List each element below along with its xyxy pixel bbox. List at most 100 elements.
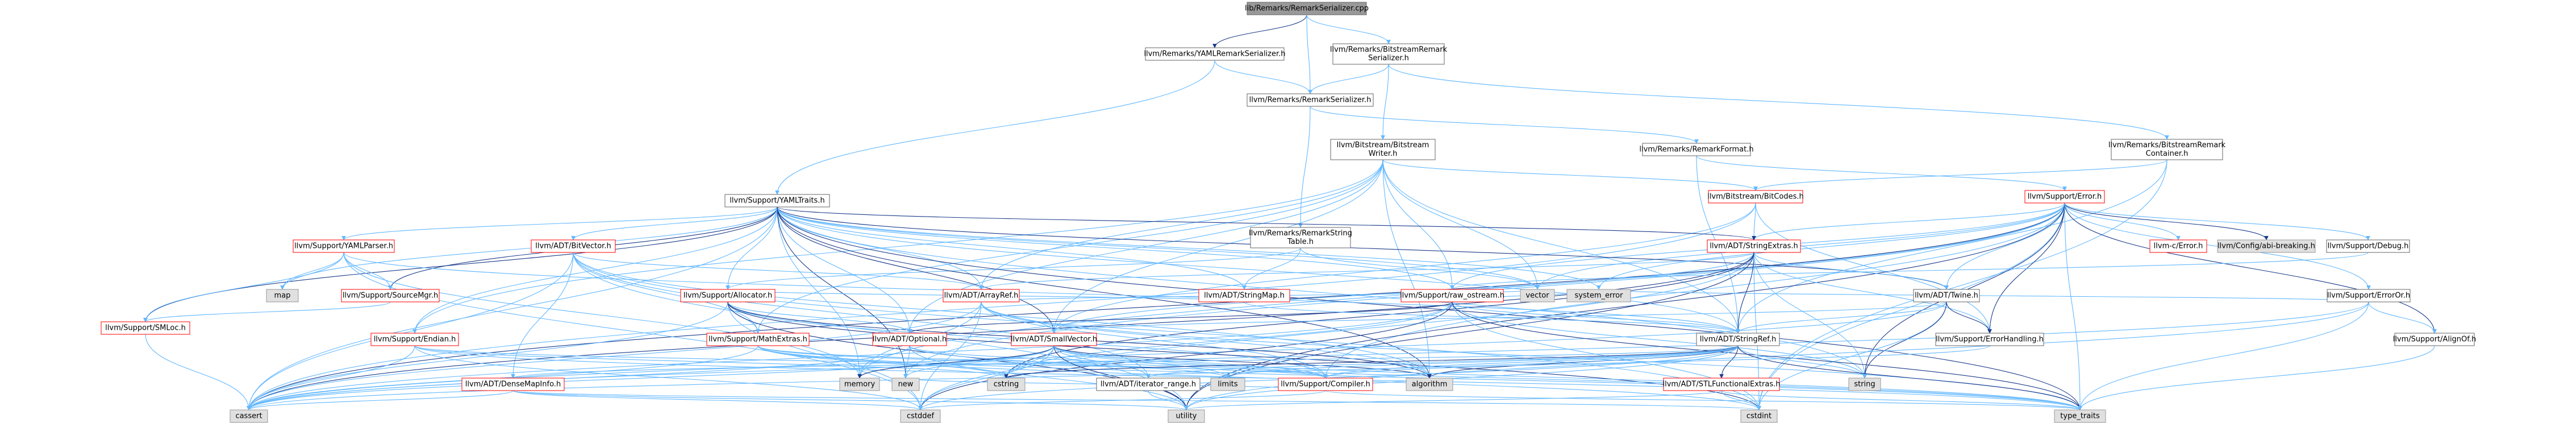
node-box-remark_format — [1642, 143, 1751, 156]
node-box-raw_ostream — [1400, 289, 1504, 302]
node-bitcodes[interactable]: llvm/Bitstream/BitCodes.h — [1707, 190, 1804, 204]
edge-smallvector-to-cassert — [247, 345, 1054, 410]
edge-bit_ser-to-bit_container — [1388, 64, 2169, 140]
node-smallvector[interactable]: llvm/ADT/SmallVector.h — [1011, 333, 1097, 346]
node-box-cstdint — [1740, 409, 1778, 423]
node-support_debug[interactable]: llvm/Support/Debug.h — [2326, 239, 2410, 253]
node-stringref[interactable]: llvm/ADT/StringRef.h — [1696, 333, 1780, 346]
edge-error-to-compiler — [1323, 202, 2065, 379]
node-yamltraits[interactable]: llvm/Support/YAMLTraits.h — [724, 194, 830, 208]
node-label-densemapinfo: llvm/ADT/DenseMapInfo.h — [465, 380, 561, 389]
node-alignof[interactable]: llvm/Support/AlignOf.h — [2393, 333, 2477, 346]
node-erroror[interactable]: llvm/Support/ErrorOr.h — [2327, 289, 2411, 302]
edge-raw_ostream-to-string — [1452, 301, 1867, 379]
node-mathextras[interactable]: llvm/Support/MathExtras.h — [706, 333, 810, 346]
node-label-stringref: llvm/ADT/StringRef.h — [1700, 335, 1776, 344]
edge-error-to-erroror — [2064, 202, 2371, 290]
edge-yamltraits-to-cassert — [247, 206, 778, 410]
node-root[interactable]: lib/Remarks/RemarkSerializer.cpp — [1245, 2, 1369, 15]
edge-stringref-to-iterator_range — [1146, 345, 1739, 379]
edge-sourcemgr-to-smloc — [143, 301, 391, 322]
edge-bitvector-to-mathextras — [573, 252, 760, 334]
node-box-optional — [872, 333, 947, 346]
edge-densemapinfo-to-cassert — [247, 390, 514, 410]
node-label-root: lib/Remarks/RemarkSerializer.cpp — [1245, 5, 1369, 13]
edge-optional-to-cassert — [247, 345, 910, 410]
node-box-limits — [1210, 378, 1245, 391]
node-box-algorithm — [1406, 378, 1453, 391]
edge-compiler-to-type_traits — [1325, 390, 2082, 410]
node-box-yamltraits — [724, 194, 830, 208]
edge-error-to-system_error — [1597, 202, 2065, 290]
node-box-endian — [370, 333, 459, 346]
node-allocator[interactable]: llvm/Support/Allocator.h — [680, 289, 776, 302]
edge-error-to-stringextras — [1752, 202, 2065, 240]
node-compiler[interactable]: llvm/Support/Compiler.h — [1278, 378, 1373, 391]
node-label-str_table: llvm/Remarks/RemarkString — [1249, 229, 1352, 238]
node-remark_format[interactable]: llvm/Remarks/RemarkFormat.h — [1639, 143, 1754, 156]
node-optional[interactable]: llvm/ADT/Optional.h — [872, 333, 947, 346]
node-box-type_traits — [2054, 409, 2106, 423]
edge-bs_writer-to-optional — [907, 159, 1383, 334]
node-string: string — [1848, 378, 1881, 391]
node-smloc[interactable]: llvm/Support/SMLoc.h — [101, 321, 190, 335]
edge-error-to-twine — [1944, 202, 2065, 290]
node-densemapinfo[interactable]: llvm/ADT/DenseMapInfo.h — [461, 378, 565, 391]
node-label-new: new — [898, 380, 914, 389]
node-llvm_c_error[interactable]: llvm-c/Error.h — [2149, 239, 2207, 253]
node-bitvector[interactable]: llvm/ADT/BitVector.h — [531, 239, 616, 253]
edge-arrayref-to-cassert — [247, 301, 982, 410]
node-label-memory: memory — [844, 380, 876, 389]
node-box-arrayref — [943, 289, 1020, 302]
node-raw_ostream[interactable]: llvm/Support/raw_ostream.h — [1400, 289, 1504, 302]
node-stringmap[interactable]: llvm/ADT/StringMap.h — [1198, 289, 1290, 302]
edge-bit_ser-to-bs_writer — [1381, 64, 1389, 140]
node-label-cstring: cstring — [994, 380, 1019, 389]
edge-bs_writer-to-smallvector — [1052, 159, 1383, 334]
node-sourcemgr[interactable]: llvm/Support/SourceMgr.h — [341, 289, 440, 302]
node-stringextras[interactable]: llvm/ADT/StringExtras.h — [1707, 239, 1801, 253]
node-box-bit_ser — [1332, 43, 1445, 65]
edge-errorhandling-to-compiler — [1323, 345, 1990, 379]
edge-yaml_ser-to-yamltraits — [775, 60, 1215, 195]
edge-arrayref-to-algorithm — [981, 301, 1432, 379]
edge-root-to-yaml_ser — [1212, 14, 1307, 48]
node-yaml_ser[interactable]: llvm/Remarks/YAMLRemarkSerializer.h — [1144, 47, 1286, 61]
node-twine[interactable]: llvm/ADT/Twine.h — [1913, 289, 1980, 302]
edge-stringref-to-type_traits — [1737, 345, 2082, 410]
node-endian[interactable]: llvm/Support/Endian.h — [370, 333, 459, 346]
edge-error-to-alignof — [2064, 202, 2437, 334]
node-cassert: cassert — [230, 409, 268, 423]
node-label-bitcodes: llvm/Bitstream/BitCodes.h — [1707, 193, 1804, 201]
edge-error-to-llvm_c_error — [2064, 202, 2181, 240]
edge-mathextras-to-cstring — [757, 345, 1008, 379]
edge-bs_writer-to-algorithm — [1382, 159, 1432, 379]
edge-error-to-type_traits — [2064, 202, 2082, 410]
node-yamlparser[interactable]: llvm/Support/YAMLParser.h — [293, 239, 395, 253]
node-label-config_abi: llvm/Config/abi-breaking.h — [2217, 242, 2315, 251]
node-algorithm: algorithm — [1406, 378, 1453, 391]
node-utility: utility — [1168, 409, 1205, 423]
node-label-bs_writer: Writer.h — [1369, 150, 1398, 158]
node-stlfunctional[interactable]: llvm/ADT/STLFunctionalExtras.h — [1663, 378, 1781, 391]
edge-raw_ostream-to-optional — [907, 301, 1453, 334]
node-label-remark_ser: llvm/Remarks/RemarkSerializer.h — [1249, 96, 1372, 105]
node-label-support_debug: llvm/Support/Debug.h — [2328, 242, 2409, 251]
node-error[interactable]: llvm/Support/Error.h — [2024, 190, 2105, 204]
edge-yamltraits-to-stringmap — [777, 206, 1247, 290]
edge-yamlparser-to-sourcemgr — [343, 252, 393, 290]
node-remark_ser[interactable]: llvm/Remarks/RemarkSerializer.h — [1247, 93, 1374, 107]
node-box-memory — [839, 378, 880, 391]
node-errorhandling[interactable]: llvm/Support/ErrorHandling.h — [1935, 333, 2044, 346]
edge-stringref-to-densemapinfo — [511, 345, 1739, 379]
node-iterator_range[interactable]: llvm/ADT/iterator_range.h — [1096, 378, 1201, 391]
edge-error-to-cstdint — [1757, 202, 2065, 410]
node-arrayref[interactable]: llvm/ADT/ArrayRef.h — [943, 289, 1020, 302]
edge-stringextras-to-twine — [1753, 252, 1949, 290]
node-box-bitvector — [531, 239, 616, 253]
edge-error-to-errorhandling — [1987, 202, 2065, 334]
